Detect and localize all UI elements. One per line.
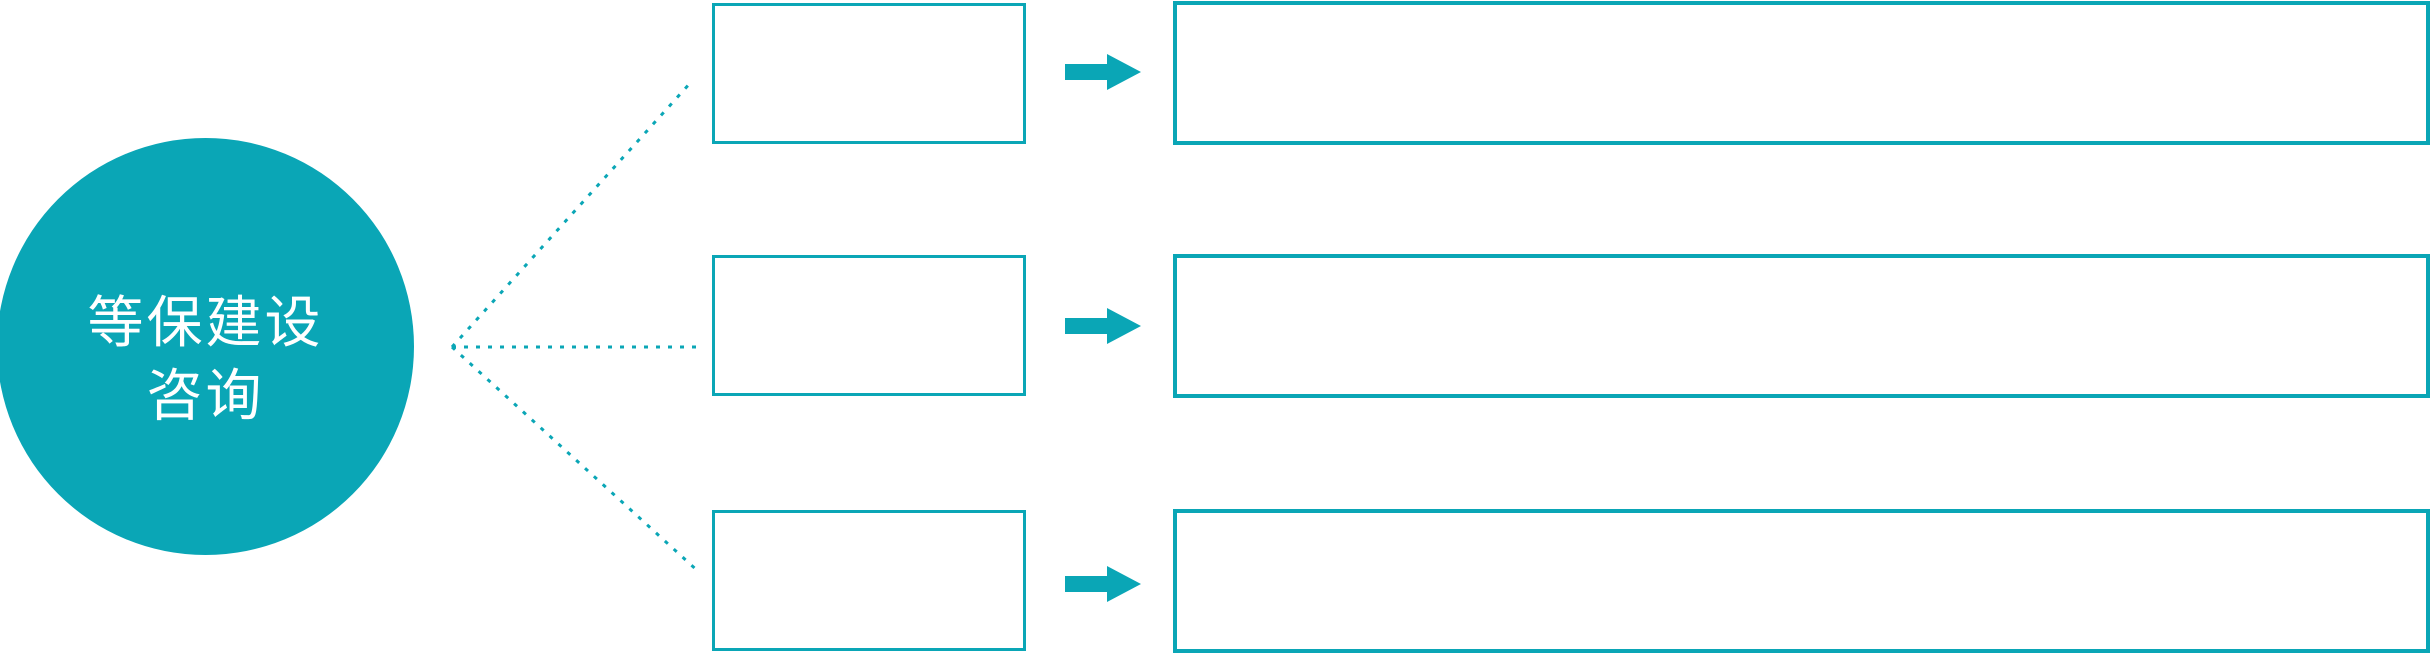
category-box-3 — [712, 510, 1026, 651]
arrow-right-icon — [1065, 308, 1141, 344]
category-box-1 — [712, 3, 1026, 144]
dotted-connector-line — [450, 79, 694, 349]
hub-label-line1: 等保建设 — [87, 290, 324, 354]
hub-label-line2: 咨询 — [146, 363, 265, 427]
category-box-2 — [712, 255, 1026, 396]
dotted-connector-line — [450, 345, 702, 575]
arrow-right-icon — [1065, 54, 1141, 90]
detail-box-3 — [1173, 509, 2430, 653]
detail-box-1 — [1173, 1, 2430, 145]
arrow-right-icon — [1065, 566, 1141, 602]
hub-circle: 等保建设 咨询 — [0, 138, 414, 555]
hub-label: 等保建设 咨询 — [88, 286, 324, 432]
detail-box-2 — [1173, 254, 2430, 398]
